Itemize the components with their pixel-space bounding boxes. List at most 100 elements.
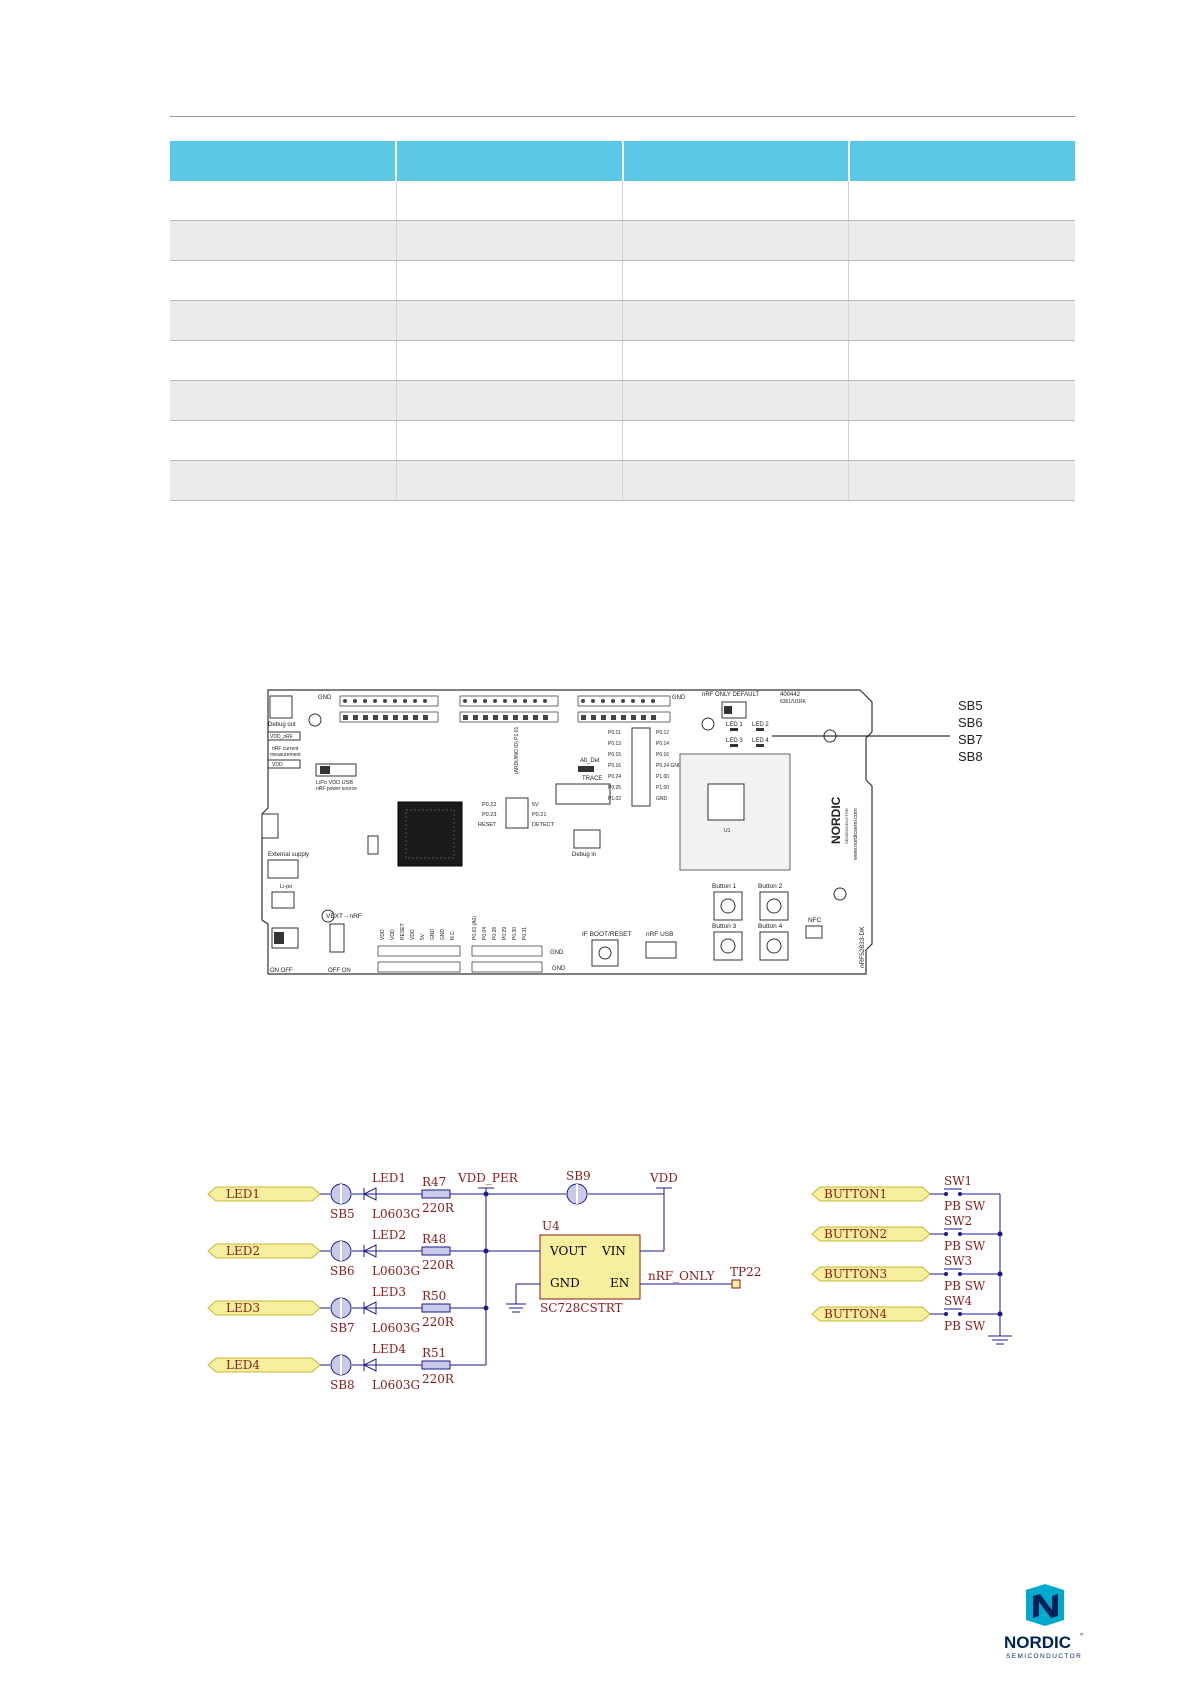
led-part-label: L0603G <box>372 1264 420 1278</box>
label-nfc: NFC <box>808 917 822 924</box>
net-flag-led1 <box>207 1186 321 1202</box>
net-flag-button2 <box>811 1226 931 1242</box>
arduino-icsp-header <box>505 797 529 829</box>
bottom-pin-label: P0.28 <box>492 927 498 940</box>
resistor-label: R47 <box>422 1175 446 1189</box>
resistor-value: 220R <box>422 1372 455 1386</box>
port-left-label: P0.15 <box>608 752 621 758</box>
label-trace: TRACE <box>582 776 602 782</box>
module-u1-chip <box>707 783 745 821</box>
vout-label: VOUT <box>549 1244 586 1258</box>
label-semiconductor-board: SEMICONDUCTOR <box>844 808 849 844</box>
net-flag-led4 <box>207 1357 321 1373</box>
label-p0-23: P0.23 <box>482 812 496 818</box>
label-vext: VEXT→nRF <box>326 913 362 920</box>
bottom-pin-label: GND <box>430 929 436 941</box>
label-off-on: OFF ON <box>328 968 351 974</box>
li-po-connector <box>271 891 295 909</box>
label-arduino-id: (ARDUINO ID) P1.01 <box>514 727 520 774</box>
board-led1 <box>730 728 738 731</box>
ground-icon <box>506 1303 526 1313</box>
port-right-label: P0.14 <box>656 741 669 747</box>
table-header-cell <box>848 141 1075 181</box>
bottom-pin-label: VDD <box>380 929 386 940</box>
table-cell <box>170 420 397 461</box>
bottom-pin-label: 5V <box>420 933 426 940</box>
button-row: BUTTON4 SW4 PB SW <box>811 1294 1000 1333</box>
resistor-icon <box>421 1246 451 1256</box>
table-cell <box>848 340 1075 381</box>
callout-sb8: SB8 <box>958 749 983 764</box>
resistor-icon <box>421 1303 451 1313</box>
board-led3 <box>730 744 738 747</box>
led-row: LED4 SB8 LED4 L0603G R51 220R <box>207 1342 486 1392</box>
port-left-label: P1.02 <box>608 796 621 802</box>
label-button1: Button 1 <box>712 883 737 890</box>
interface-mcu-chip <box>397 801 463 867</box>
led-row: LED2 SB6 LED2 L0603G R48 220R <box>207 1228 486 1278</box>
vext-switch <box>329 923 345 953</box>
led-part-label: L0603G <box>372 1207 420 1221</box>
current-measure-header <box>267 731 301 741</box>
label-gnd-top: GND <box>318 695 332 701</box>
table-row <box>170 300 1075 341</box>
button-net-label: BUTTON3 <box>824 1267 887 1281</box>
logo-name: NORDIC <box>1004 1633 1071 1652</box>
label-pca2: 6361/U1RK <box>780 699 807 705</box>
resistor-label: R48 <box>422 1232 446 1246</box>
button-net-label: BUTTON2 <box>824 1227 887 1241</box>
switch-type-label: PB SW <box>944 1199 986 1213</box>
table-cell <box>396 260 624 301</box>
label-external-supply: External supply <box>268 852 309 858</box>
vdd-header <box>267 759 301 769</box>
alt-det-switch <box>578 766 594 772</box>
table-cell <box>396 300 624 341</box>
net-label: LED3 <box>226 1301 260 1315</box>
switch-contact <box>944 1192 948 1196</box>
port-left-label: P0.16 <box>608 763 621 769</box>
net-flag-button1 <box>811 1186 931 1202</box>
callout-sb5: SB5 <box>958 698 983 713</box>
button-net-label: BUTTON4 <box>824 1307 888 1321</box>
switch-contact <box>944 1312 948 1316</box>
resistor-label: R50 <box>422 1289 446 1303</box>
en-pin-label: EN <box>610 1276 629 1290</box>
bottom-pin-label: VDD <box>410 929 416 940</box>
nordic-logo-n-icon <box>1033 1594 1058 1618</box>
label-nrf-power-source: nRF power source <box>316 786 357 792</box>
table-cell <box>848 380 1075 421</box>
label-button4: Button 4 <box>758 923 783 930</box>
table-cell <box>170 460 397 501</box>
table-cell <box>396 181 624 221</box>
port-right-label: P0.12 <box>656 730 669 736</box>
table-cell <box>170 380 397 421</box>
sb-label: SB7 <box>330 1321 355 1335</box>
if-boot-button <box>591 939 619 967</box>
net-flag-led2 <box>207 1243 321 1259</box>
table-header-cell <box>170 141 398 181</box>
header-pads <box>343 699 656 720</box>
label-detect: DETECT <box>532 822 555 828</box>
top-header-row <box>339 695 671 723</box>
button-circuit: BUTTON1 SW1 PB SW BUTTON2 SW2 PB SW BUTT… <box>811 1174 1012 1345</box>
bottom-pin-label: P0.31 <box>522 927 528 940</box>
switch-type-label: PB SW <box>944 1319 986 1333</box>
sb-label: SB8 <box>330 1378 355 1392</box>
sb9-label: SB9 <box>566 1169 591 1183</box>
callout-sb6: SB6 <box>958 715 983 730</box>
table-row <box>170 340 1075 381</box>
label-led2: LED 2 <box>752 722 769 728</box>
led-label: LED4 <box>372 1342 406 1356</box>
table-row <box>170 260 1075 301</box>
regulator-ic <box>539 1234 641 1300</box>
switch-contact <box>958 1272 962 1276</box>
nrf-usb-connector <box>645 941 677 959</box>
junction-dot <box>997 1271 1003 1277</box>
switch-contact <box>958 1312 962 1316</box>
switch-type-label: PB SW <box>944 1279 986 1293</box>
table-cell <box>622 340 850 381</box>
table-cell <box>396 460 624 501</box>
switch-type-label: PB SW <box>944 1239 986 1253</box>
port-left-label: P0.25 <box>608 785 621 791</box>
table-cell <box>848 260 1075 301</box>
